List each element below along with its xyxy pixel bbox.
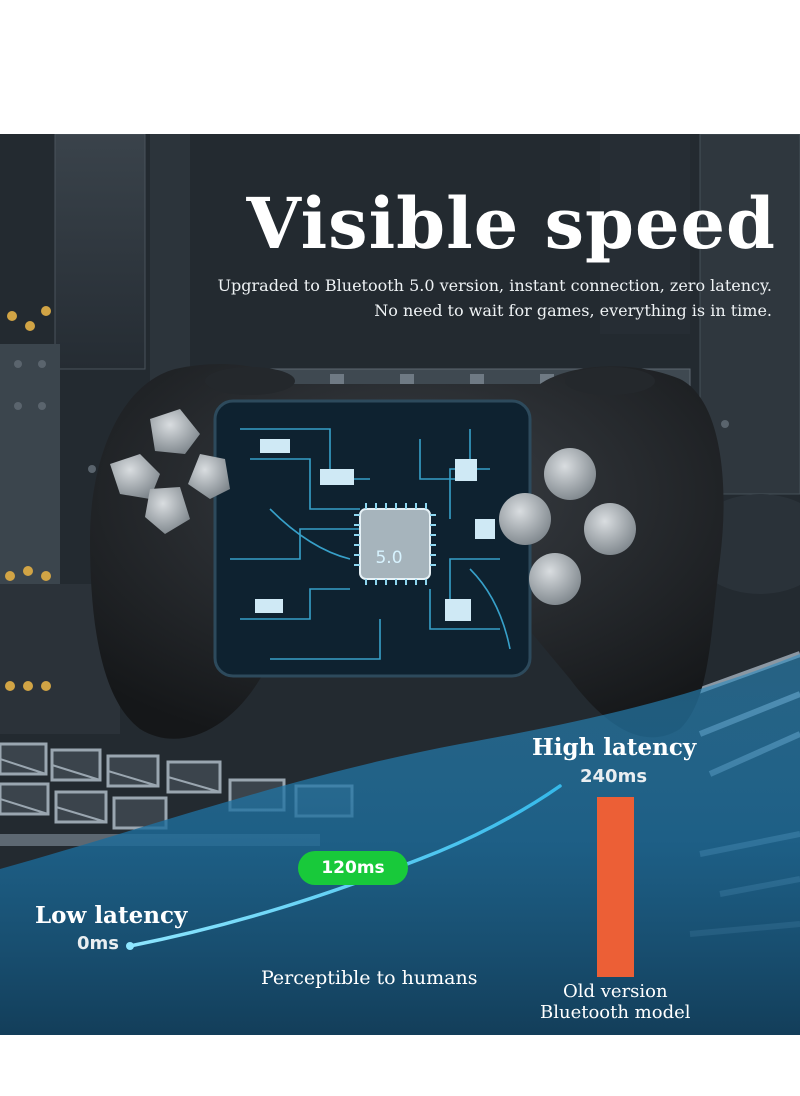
subheadline-line-2: No need to wait for games, everything is… (374, 301, 772, 320)
low-latency-value: 0ms (77, 933, 119, 954)
mid-latency-badge: 120ms (298, 851, 408, 885)
subheadline-line-1: Upgraded to Bluetooth 5.0 version, insta… (217, 276, 772, 295)
chip-version-label: 5.0 (375, 548, 403, 568)
low-latency-title: Low latency (35, 902, 188, 929)
perceptible-caption: Perceptible to humans (261, 967, 478, 989)
high-latency-title: High latency (532, 734, 697, 761)
old-version-caption-line-1: Old version (563, 981, 668, 1002)
product-banner: 5.0 Visible speed Upgraded to Bluetooth … (0, 134, 800, 1035)
gamepad-icon (90, 364, 724, 739)
dpad-icon (110, 409, 230, 534)
high-latency-value: 240ms (580, 766, 648, 787)
latency-overlay (0, 654, 800, 1035)
old-version-latency-bar (597, 797, 634, 977)
headline: Visible speed (246, 182, 776, 265)
face-buttons-icon (499, 448, 636, 605)
old-version-caption-line-2: Bluetooth model (540, 1002, 691, 1023)
